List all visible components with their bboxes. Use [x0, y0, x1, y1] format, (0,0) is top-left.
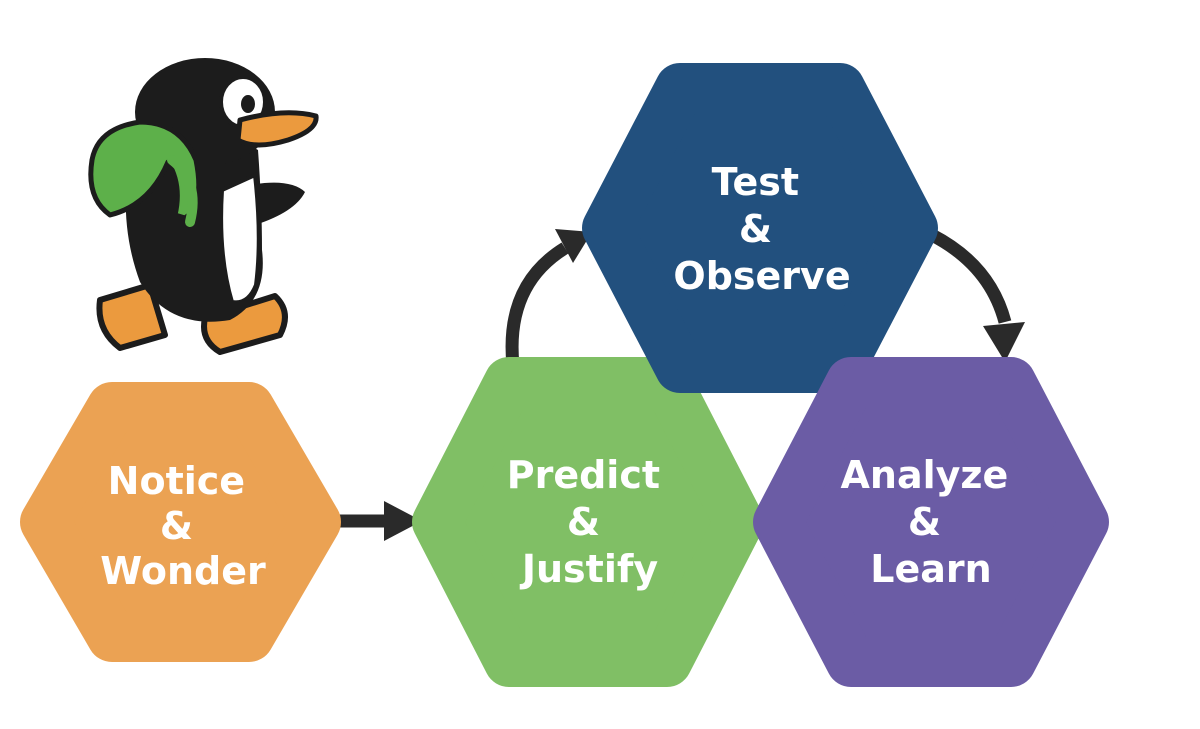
test-line-1: Test: [712, 160, 799, 204]
svg-text:Test & Observe: Test & Observe: [673, 160, 850, 298]
analyze-line-3: Learn: [870, 547, 991, 591]
svg-text:Analyze & Learn: Analyze & Learn: [840, 453, 1021, 591]
step-test-observe: Test & Observe: [582, 63, 938, 393]
step-notice-wonder: Notice & Wonder: [20, 382, 341, 662]
hexagon-analyze: [753, 357, 1109, 687]
hexagon-test: [582, 63, 938, 393]
notice-line-3: Wonder: [100, 549, 266, 593]
notice-line-1: Notice: [108, 459, 245, 503]
hexagon-predict: [412, 357, 764, 687]
analyze-line-1: Analyze: [840, 453, 1008, 497]
notice-line-2: &: [160, 504, 193, 548]
predict-line-2: &: [567, 500, 600, 544]
svg-text:Predict & Justify: Predict & Justify: [507, 453, 674, 591]
test-line-3: Observe: [673, 254, 850, 298]
step-predict-justify: Predict & Justify: [412, 357, 764, 687]
predict-line-1: Predict: [507, 453, 660, 497]
svg-text:Notice & Wonder: Notice & Wonder: [100, 459, 266, 593]
hexagon-notice: [20, 382, 341, 662]
arrow-test-to-analyze: [928, 229, 1025, 362]
predict-line-3: Justify: [519, 547, 659, 591]
step-analyze-learn: Analyze & Learn: [753, 357, 1109, 687]
arrow-predict-to-test: [505, 229, 592, 366]
penguin-mascot-icon: [88, 58, 319, 355]
test-line-2: &: [739, 207, 772, 251]
analyze-line-2: &: [908, 500, 941, 544]
arrow-notice-to-predict: [330, 501, 422, 541]
